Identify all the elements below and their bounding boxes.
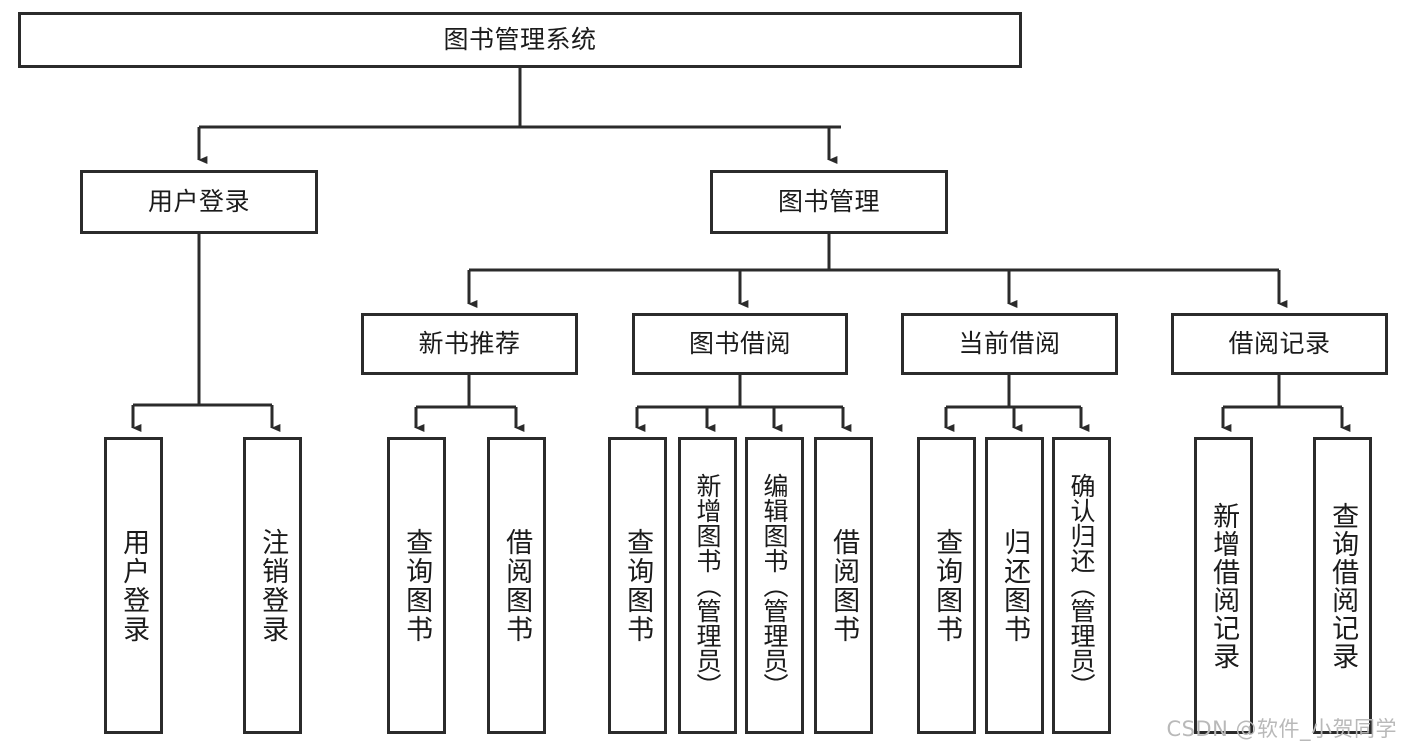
node-leaf-edit-book-label: 编辑图书（管理员） [760,473,789,698]
node-leaf-return-book[interactable]: 归还图书 [985,437,1044,734]
node-leaf-query-book-current[interactable]: 查询图书 [917,437,976,734]
node-user-login[interactable]: 用户登录 [80,170,318,234]
csdn-watermark: CSDN @软件_小贺同学 [1166,717,1397,741]
node-book-borrow-label: 图书借阅 [688,329,791,359]
node-leaf-query-record-label: 查询借阅记录 [1327,501,1359,670]
node-leaf-add-book-label: 新增图书（管理员） [693,473,722,698]
node-leaf-query-book-rec[interactable]: 查询图书 [387,437,446,734]
node-book-manage-label: 图书管理 [777,187,880,217]
node-leaf-return-book-label: 归还图书 [999,527,1031,644]
node-leaf-add-book[interactable]: 新增图书（管理员） [678,437,737,734]
node-leaf-user-login[interactable]: 用户登录 [104,437,163,734]
node-leaf-query-book-rec-label: 查询图书 [401,527,433,644]
node-leaf-user-logout-label: 注销登录 [257,527,289,644]
node-current-borrow-label: 当前借阅 [958,329,1061,359]
node-leaf-add-record[interactable]: 新增借阅记录 [1194,437,1253,734]
node-book-borrow[interactable]: 图书借阅 [632,313,848,375]
node-borrow-record[interactable]: 借阅记录 [1171,313,1388,375]
node-leaf-borrow-book[interactable]: 借阅图书 [814,437,873,734]
node-book-manage[interactable]: 图书管理 [710,170,948,234]
node-user-login-label: 用户登录 [147,187,250,217]
node-leaf-query-book-current-label: 查询图书 [931,527,963,644]
node-borrow-record-label: 借阅记录 [1228,329,1331,359]
node-leaf-edit-book[interactable]: 编辑图书（管理员） [745,437,804,734]
node-leaf-borrow-book-rec[interactable]: 借阅图书 [487,437,546,734]
node-leaf-confirm-return[interactable]: 确认归还（管理员） [1052,437,1111,734]
node-current-borrow[interactable]: 当前借阅 [901,313,1118,375]
node-leaf-query-book-borrow-label: 查询图书 [622,527,654,644]
node-leaf-query-book-borrow[interactable]: 查询图书 [608,437,667,734]
node-leaf-query-record[interactable]: 查询借阅记录 [1313,437,1372,734]
node-leaf-add-record-label: 新增借阅记录 [1208,501,1240,670]
node-leaf-borrow-book-label: 借阅图书 [828,527,860,644]
node-new-book-rec[interactable]: 新书推荐 [361,313,578,375]
node-root[interactable]: 图书管理系统 [18,12,1022,68]
node-leaf-user-login-label: 用户登录 [118,527,150,644]
node-leaf-confirm-return-label: 确认归还（管理员） [1067,473,1096,698]
node-root-label: 图书管理系统 [443,25,597,55]
node-leaf-user-logout[interactable]: 注销登录 [243,437,302,734]
node-new-book-rec-label: 新书推荐 [418,329,521,359]
node-leaf-borrow-book-rec-label: 借阅图书 [501,527,533,644]
